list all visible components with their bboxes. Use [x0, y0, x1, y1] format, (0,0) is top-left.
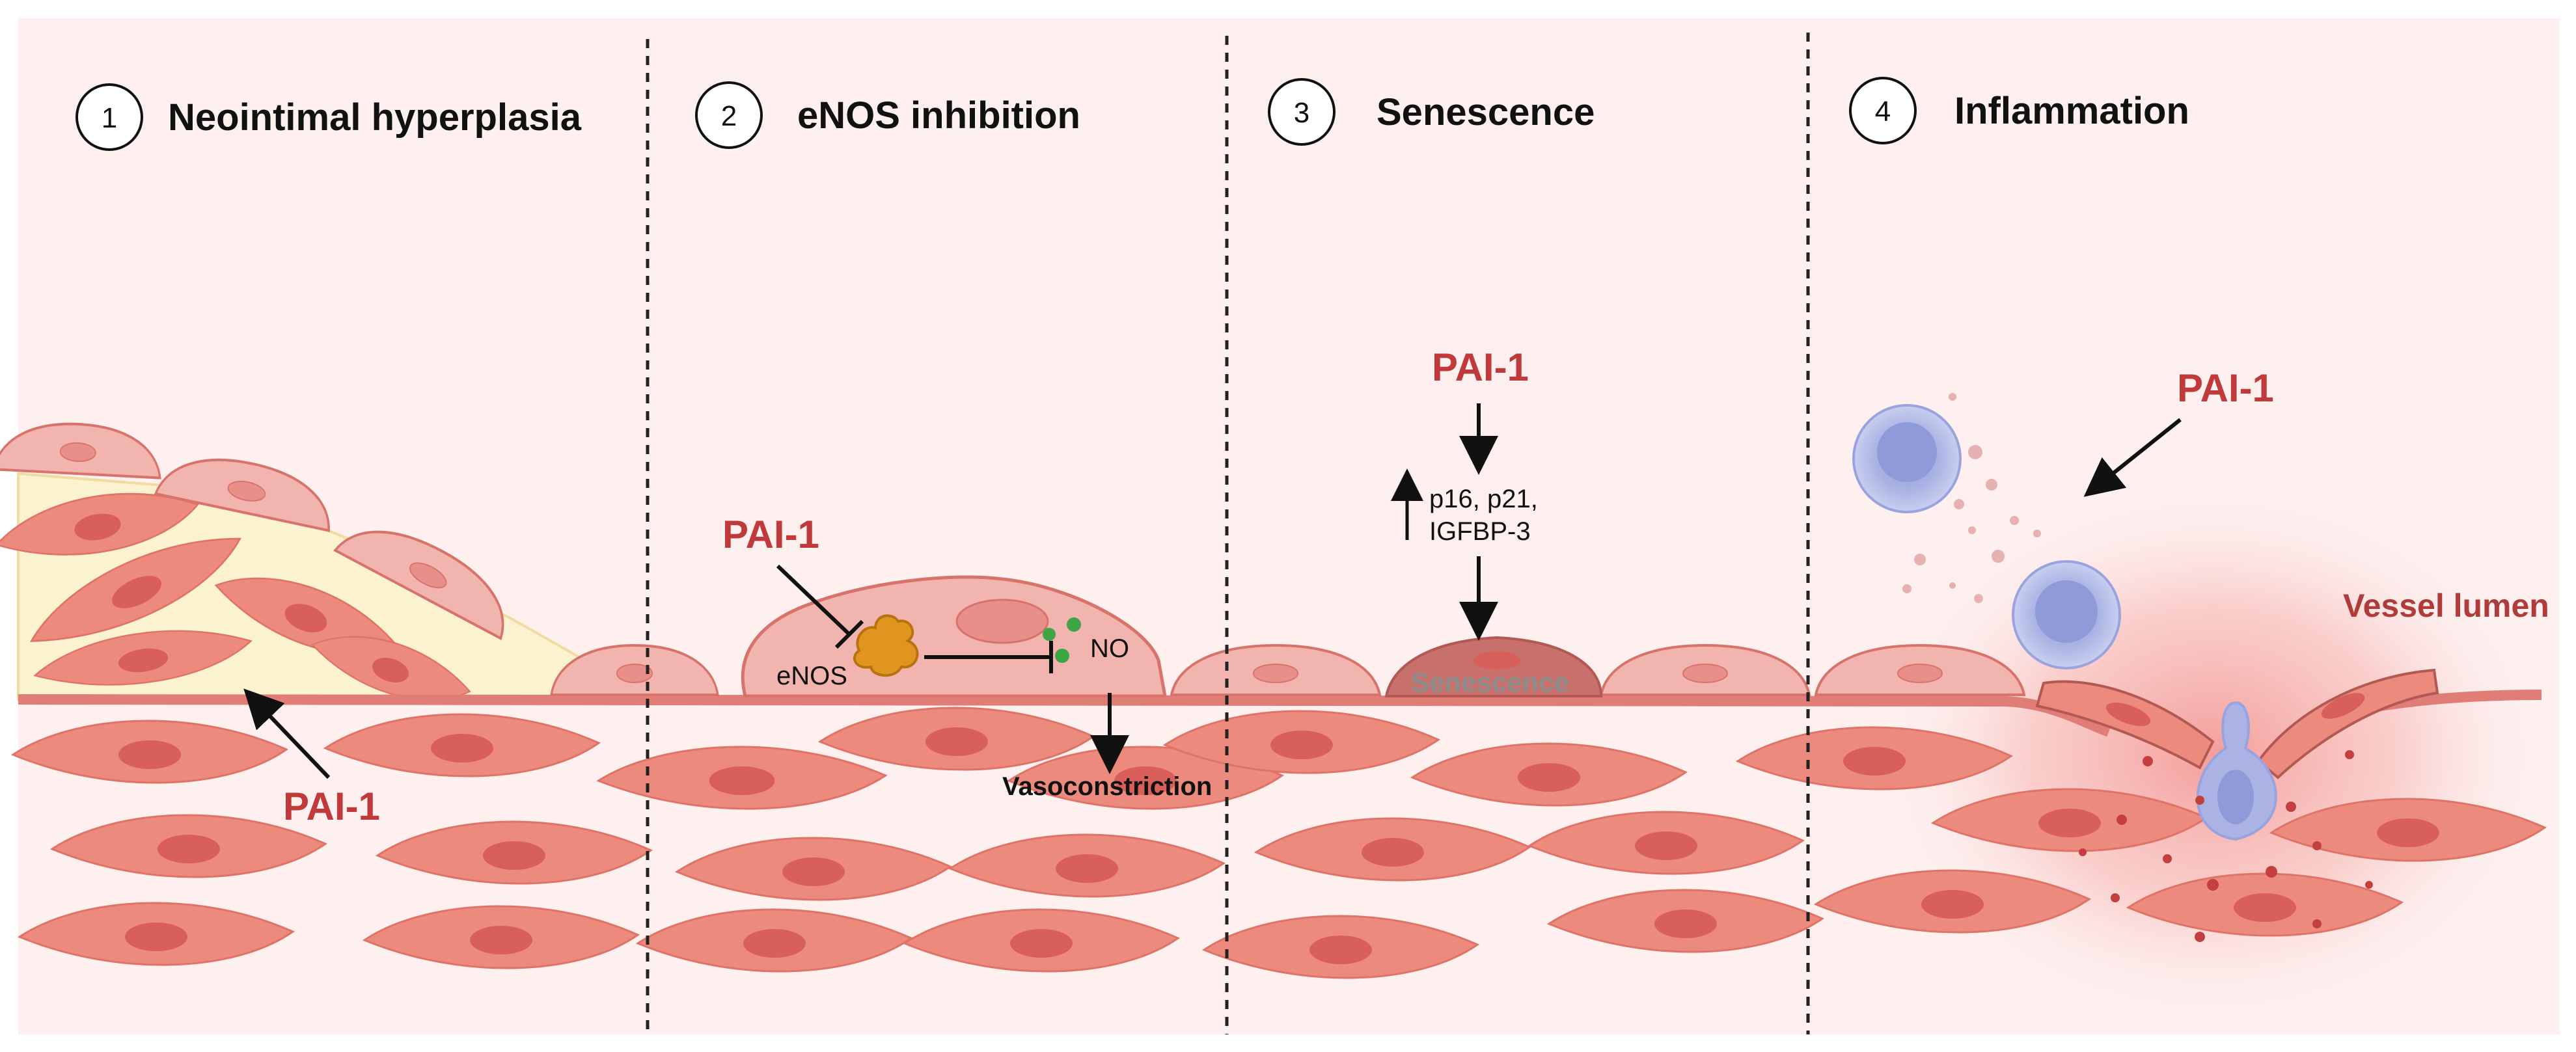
panel-3-pai1-label: PAI-1	[1432, 345, 1529, 389]
no-molecules	[1043, 617, 1081, 663]
panel-2-title: eNOS inhibition	[797, 94, 1080, 137]
panel-2-number: 2	[721, 100, 737, 132]
separated-endothelial-cells	[2035, 668, 2439, 779]
panel-1-number: 1	[102, 102, 117, 134]
inflammatory-particles	[1902, 393, 2041, 603]
senescence-cell-label: Senescence	[1411, 667, 1569, 697]
panel-1-pai1-label: PAI-1	[283, 785, 380, 828]
no-label: NO	[1090, 634, 1129, 663]
panel-1-header: 1 Neointimal hyperplasia	[75, 83, 582, 151]
panel-2-pai1-label: PAI-1	[722, 513, 819, 556]
panel-3-number: 3	[1294, 97, 1309, 129]
panel-4-title: Inflammation	[1954, 90, 2189, 132]
immune-cells	[1852, 404, 2277, 841]
panel-3-title: Senescence	[1377, 91, 1595, 133]
panel-3-number-circle	[1268, 78, 1336, 146]
panel-4-number-circle	[1849, 77, 1917, 144]
panel-1-arrow	[243, 688, 331, 779]
panel-2-header: 2 eNOS inhibition	[695, 81, 1080, 149]
panel-2-number-circle	[695, 81, 763, 149]
markers-line-1: p16, p21,	[1429, 485, 1538, 513]
panel-2-inhibition-line	[776, 564, 864, 649]
markers-line-2: IGFBP-3	[1429, 517, 1531, 546]
enos-cell-nucleus	[955, 599, 1049, 644]
panel-4-pai1-label: PAI-1	[2177, 366, 2274, 410]
panel-1-number-circle	[75, 83, 143, 151]
panel-4-header: 4 Inflammation	[1849, 77, 2189, 144]
senescent-cell-nucleus	[1473, 651, 1520, 669]
enos-endothelial-cell	[741, 575, 1167, 698]
enos-enzyme-icon	[853, 614, 919, 677]
panel-4-number: 4	[1875, 96, 1891, 128]
enos-inhibits-no-line	[924, 641, 1053, 673]
extravasation-particles	[2079, 750, 2373, 942]
vasoconstriction-label: Vasoconstriction	[1002, 772, 1212, 801]
panel-4-arrow	[2083, 418, 2182, 497]
enos-label: eNOS	[776, 662, 847, 690]
panel-1-title: Neointimal hyperplasia	[168, 96, 582, 139]
panel-3-header: 3 Senescence	[1268, 78, 1595, 146]
panel-separators	[646, 33, 1810, 1034]
vessel-lumen-label: Vessel lumen	[2343, 587, 2549, 624]
